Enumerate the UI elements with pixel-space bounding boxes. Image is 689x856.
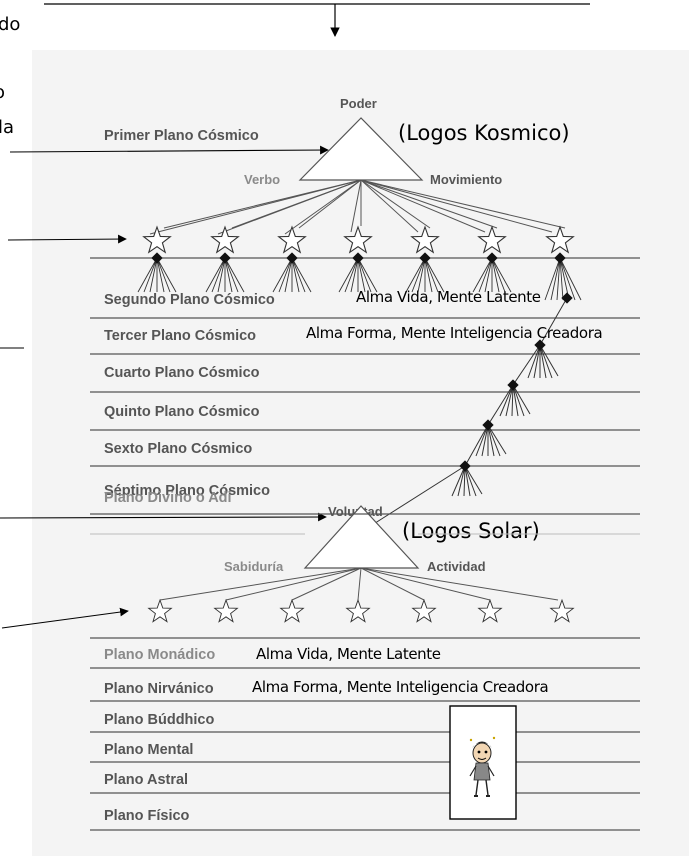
plane-label-cosmic-6: Sexto Plano Cósmico bbox=[104, 441, 252, 457]
plane-label-solar-3: Plano Nirvánico bbox=[104, 681, 214, 697]
annotation-nirvanic: Alma Forma, Mente Inteligencia Creadora bbox=[252, 678, 548, 696]
plane-label-cosmic-4: Cuarto Plano Cósmico bbox=[104, 365, 260, 381]
person-box bbox=[450, 706, 516, 819]
plane-label-solar-5: Plano Mental bbox=[104, 742, 193, 758]
trinity-right-movimiento: Movimiento bbox=[430, 172, 502, 187]
logos-solar-label: (Logos Solar) bbox=[402, 519, 540, 543]
plane-label-cosmic-1: Primer Plano Cósmico bbox=[104, 128, 259, 144]
annotation-third-cosmic: Alma Forma, Mente Inteligencia Creadora bbox=[306, 324, 602, 342]
trinity-right-actividad: Actividad bbox=[427, 559, 486, 574]
trinity-left-sabiduria: Sabiduría bbox=[224, 559, 284, 574]
trinity-top-poder: Poder bbox=[340, 96, 377, 111]
logos-kosmico-label: (Logos Kosmico) bbox=[398, 121, 570, 145]
plane-label-solar-1: Plano Divino o Adi bbox=[104, 490, 232, 506]
plane-label-cosmic-2: Segundo Plano Cósmico bbox=[104, 292, 275, 308]
edge-fragment-3: la bbox=[0, 117, 14, 138]
trinity-left-verbo: Verbo bbox=[244, 172, 280, 187]
plane-label-cosmic-3: Tercer Plano Cósmico bbox=[104, 328, 256, 344]
plane-label-solar-6: Plano Astral bbox=[104, 772, 188, 788]
plane-label-cosmic-5: Quinto Plano Cósmico bbox=[104, 404, 260, 420]
annotation-monadic: Alma Vida, Mente Latente bbox=[256, 645, 441, 663]
edge-fragment-1: do bbox=[0, 14, 20, 35]
annotation-second-cosmic: Alma Vida, Mente Latente bbox=[356, 288, 541, 306]
edge-fragment-2: o bbox=[0, 82, 5, 103]
plane-label-solar-4: Plano Búddhico bbox=[104, 712, 215, 728]
plane-label-solar-7: Plano Físico bbox=[104, 808, 190, 824]
plane-label-solar-2: Plano Monádico bbox=[104, 647, 215, 663]
